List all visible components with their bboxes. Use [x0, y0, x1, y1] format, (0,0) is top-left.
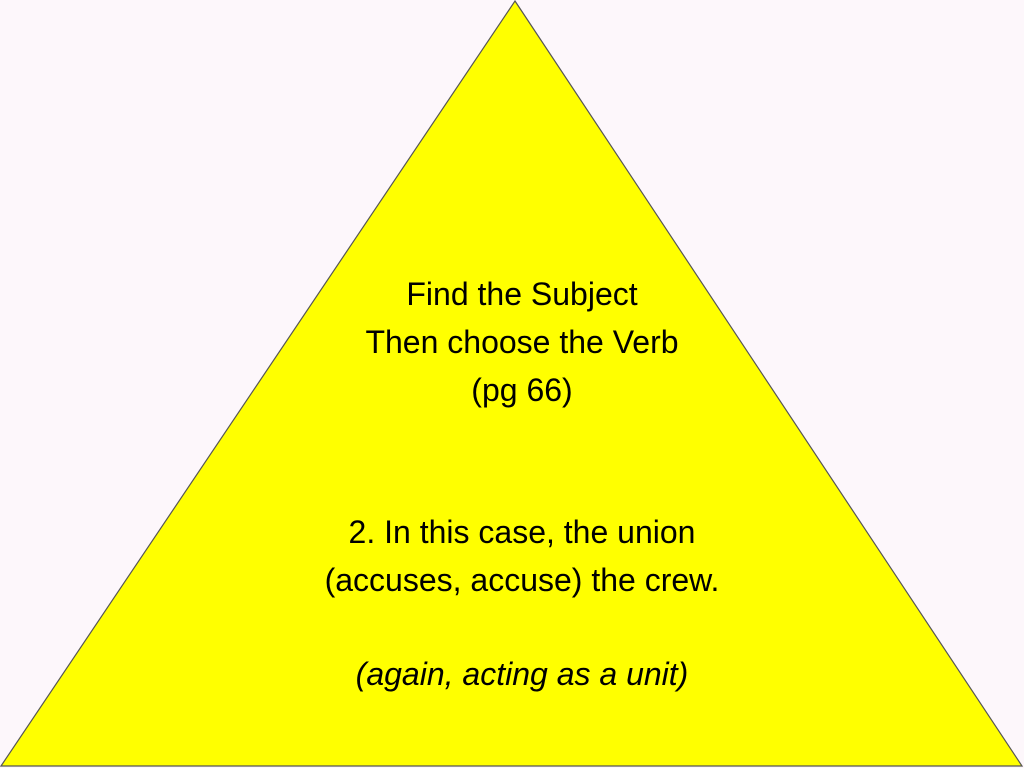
question-line-1: 2. In this case, the union	[348, 514, 696, 550]
instruction-text: Find the Subject Then choose the Verb (p…	[212, 270, 832, 414]
question-text: 2. In this case, the union (accuses, acc…	[212, 508, 832, 604]
question-line-2: (accuses, accuse) the crew.	[324, 562, 720, 598]
instruction-line-1: Find the Subject	[406, 276, 638, 312]
instruction-line-2: Then choose the Verb	[365, 324, 679, 360]
hint-note: (again, acting as a unit)	[355, 656, 689, 692]
page-reference: (pg 66)	[471, 372, 573, 408]
